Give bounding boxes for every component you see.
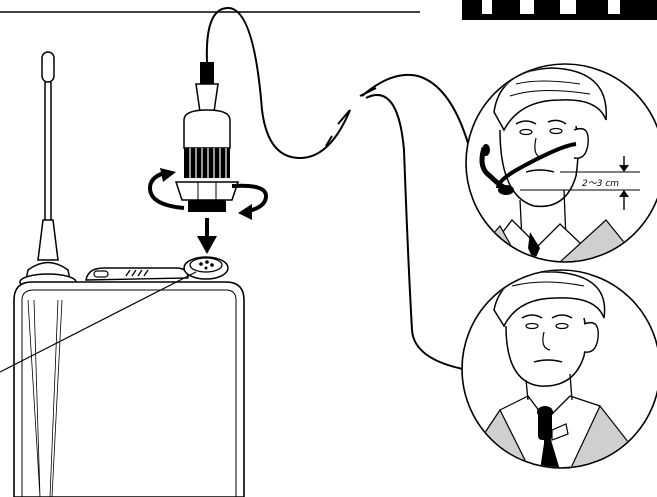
cable-to-lavalier: [366, 95, 468, 370]
mic-input-jack: [184, 257, 228, 279]
header-decoration: [0, 0, 657, 20]
insert-arrow: [197, 236, 217, 254]
lavalier-mic-option: [460, 270, 657, 470]
cable-dash: [326, 110, 350, 146]
power-switch: [94, 271, 108, 277]
antenna: [20, 52, 76, 290]
mini-xlr-connector: [150, 62, 266, 254]
cable-to-headset: [362, 75, 470, 150]
distance-label: 2～3 cm: [582, 179, 619, 189]
headset-mic-option: 2～3 cm: [466, 64, 657, 262]
